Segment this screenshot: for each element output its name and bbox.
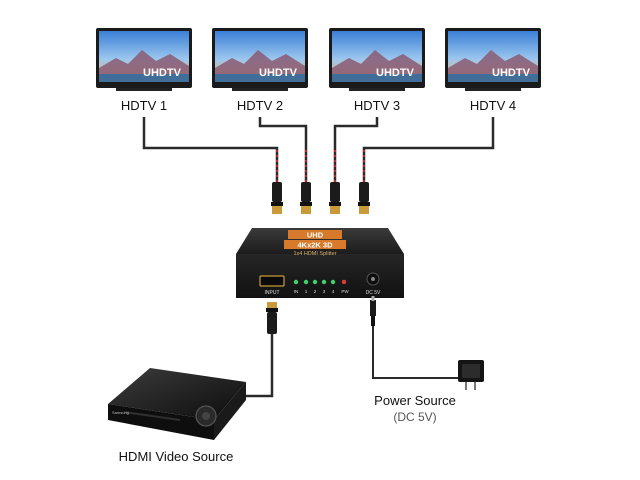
source-label: HDMI Video Source — [119, 449, 234, 464]
player-brand: Samsung — [112, 410, 129, 415]
splitter-badge-bottom — [284, 240, 346, 249]
tv-3: UHDTV HDTV 3 — [329, 28, 425, 113]
led-1 — [303, 279, 309, 285]
cable-source — [246, 334, 274, 398]
cable-tv3 — [333, 117, 379, 183]
hdmi-plug-input — [266, 302, 278, 334]
splitter-badge-bottom-text: 4Kx2K 3D — [297, 241, 333, 250]
output-plugs — [271, 182, 370, 214]
tv-4: UHDTV HDTV 4 — [445, 28, 541, 113]
tv-screen-text: UHDTV — [376, 67, 415, 79]
output-cables — [142, 117, 495, 183]
dc-jack-label: DC 5V — [366, 290, 381, 296]
cable-braids — [276, 150, 365, 182]
tv-screen-text: UHDTV — [259, 67, 298, 79]
tv-1: UHDTV HDTV 1 — [96, 28, 192, 113]
power-cable — [370, 296, 484, 390]
led-label: IN — [294, 289, 299, 294]
cable-tv2 — [258, 117, 308, 183]
led-label: 1 — [305, 289, 308, 294]
led-pw — [341, 279, 347, 285]
tv-label: HDTV 1 — [121, 98, 167, 113]
hdmi-plug-2 — [300, 182, 312, 214]
splitter-badge-top — [288, 230, 342, 239]
led-3 — [321, 279, 327, 285]
status-leds: IN 1 2 3 4 PW — [293, 279, 349, 294]
power-label: Power Source — [374, 393, 456, 408]
input-port-label: INPUT — [265, 290, 280, 296]
dc-plug — [370, 300, 376, 316]
led-in — [293, 279, 299, 285]
splitter-badge-top-text: UHD — [307, 231, 324, 240]
tv-screen-text: UHDTV — [143, 67, 182, 79]
hdmi-plug-3 — [329, 182, 341, 214]
hdmi-plug-1 — [271, 182, 283, 214]
led-label: 4 — [332, 289, 335, 294]
power-sublabel: (DC 5V) — [393, 410, 436, 424]
tv-2: UHDTV HDTV 2 — [212, 28, 308, 113]
input-cable — [246, 302, 278, 398]
led-4 — [330, 279, 336, 285]
hdmi-splitter: UHD 4Kx2K 3D 1x4 HDMI Splitter INPUT IN … — [236, 228, 404, 298]
led-label: 2 — [314, 289, 317, 294]
input-port — [259, 275, 285, 287]
cable-tv4 — [362, 117, 495, 183]
hdmi-plug-4 — [358, 182, 370, 214]
tv-label: HDTV 4 — [470, 98, 516, 113]
splitter-model-text: 1x4 HDMI Splitter — [293, 251, 336, 257]
tv-label: HDTV 2 — [237, 98, 283, 113]
video-source-player: Samsung — [108, 368, 246, 440]
cable-tv1 — [142, 117, 279, 183]
tv-label: HDTV 3 — [354, 98, 400, 113]
tv-screen-text: UHDTV — [492, 67, 531, 79]
led-label: PW — [341, 289, 349, 294]
cable-power — [372, 326, 460, 379]
power-adapter — [458, 360, 484, 390]
led-label: 3 — [323, 289, 326, 294]
led-2 — [312, 279, 318, 285]
